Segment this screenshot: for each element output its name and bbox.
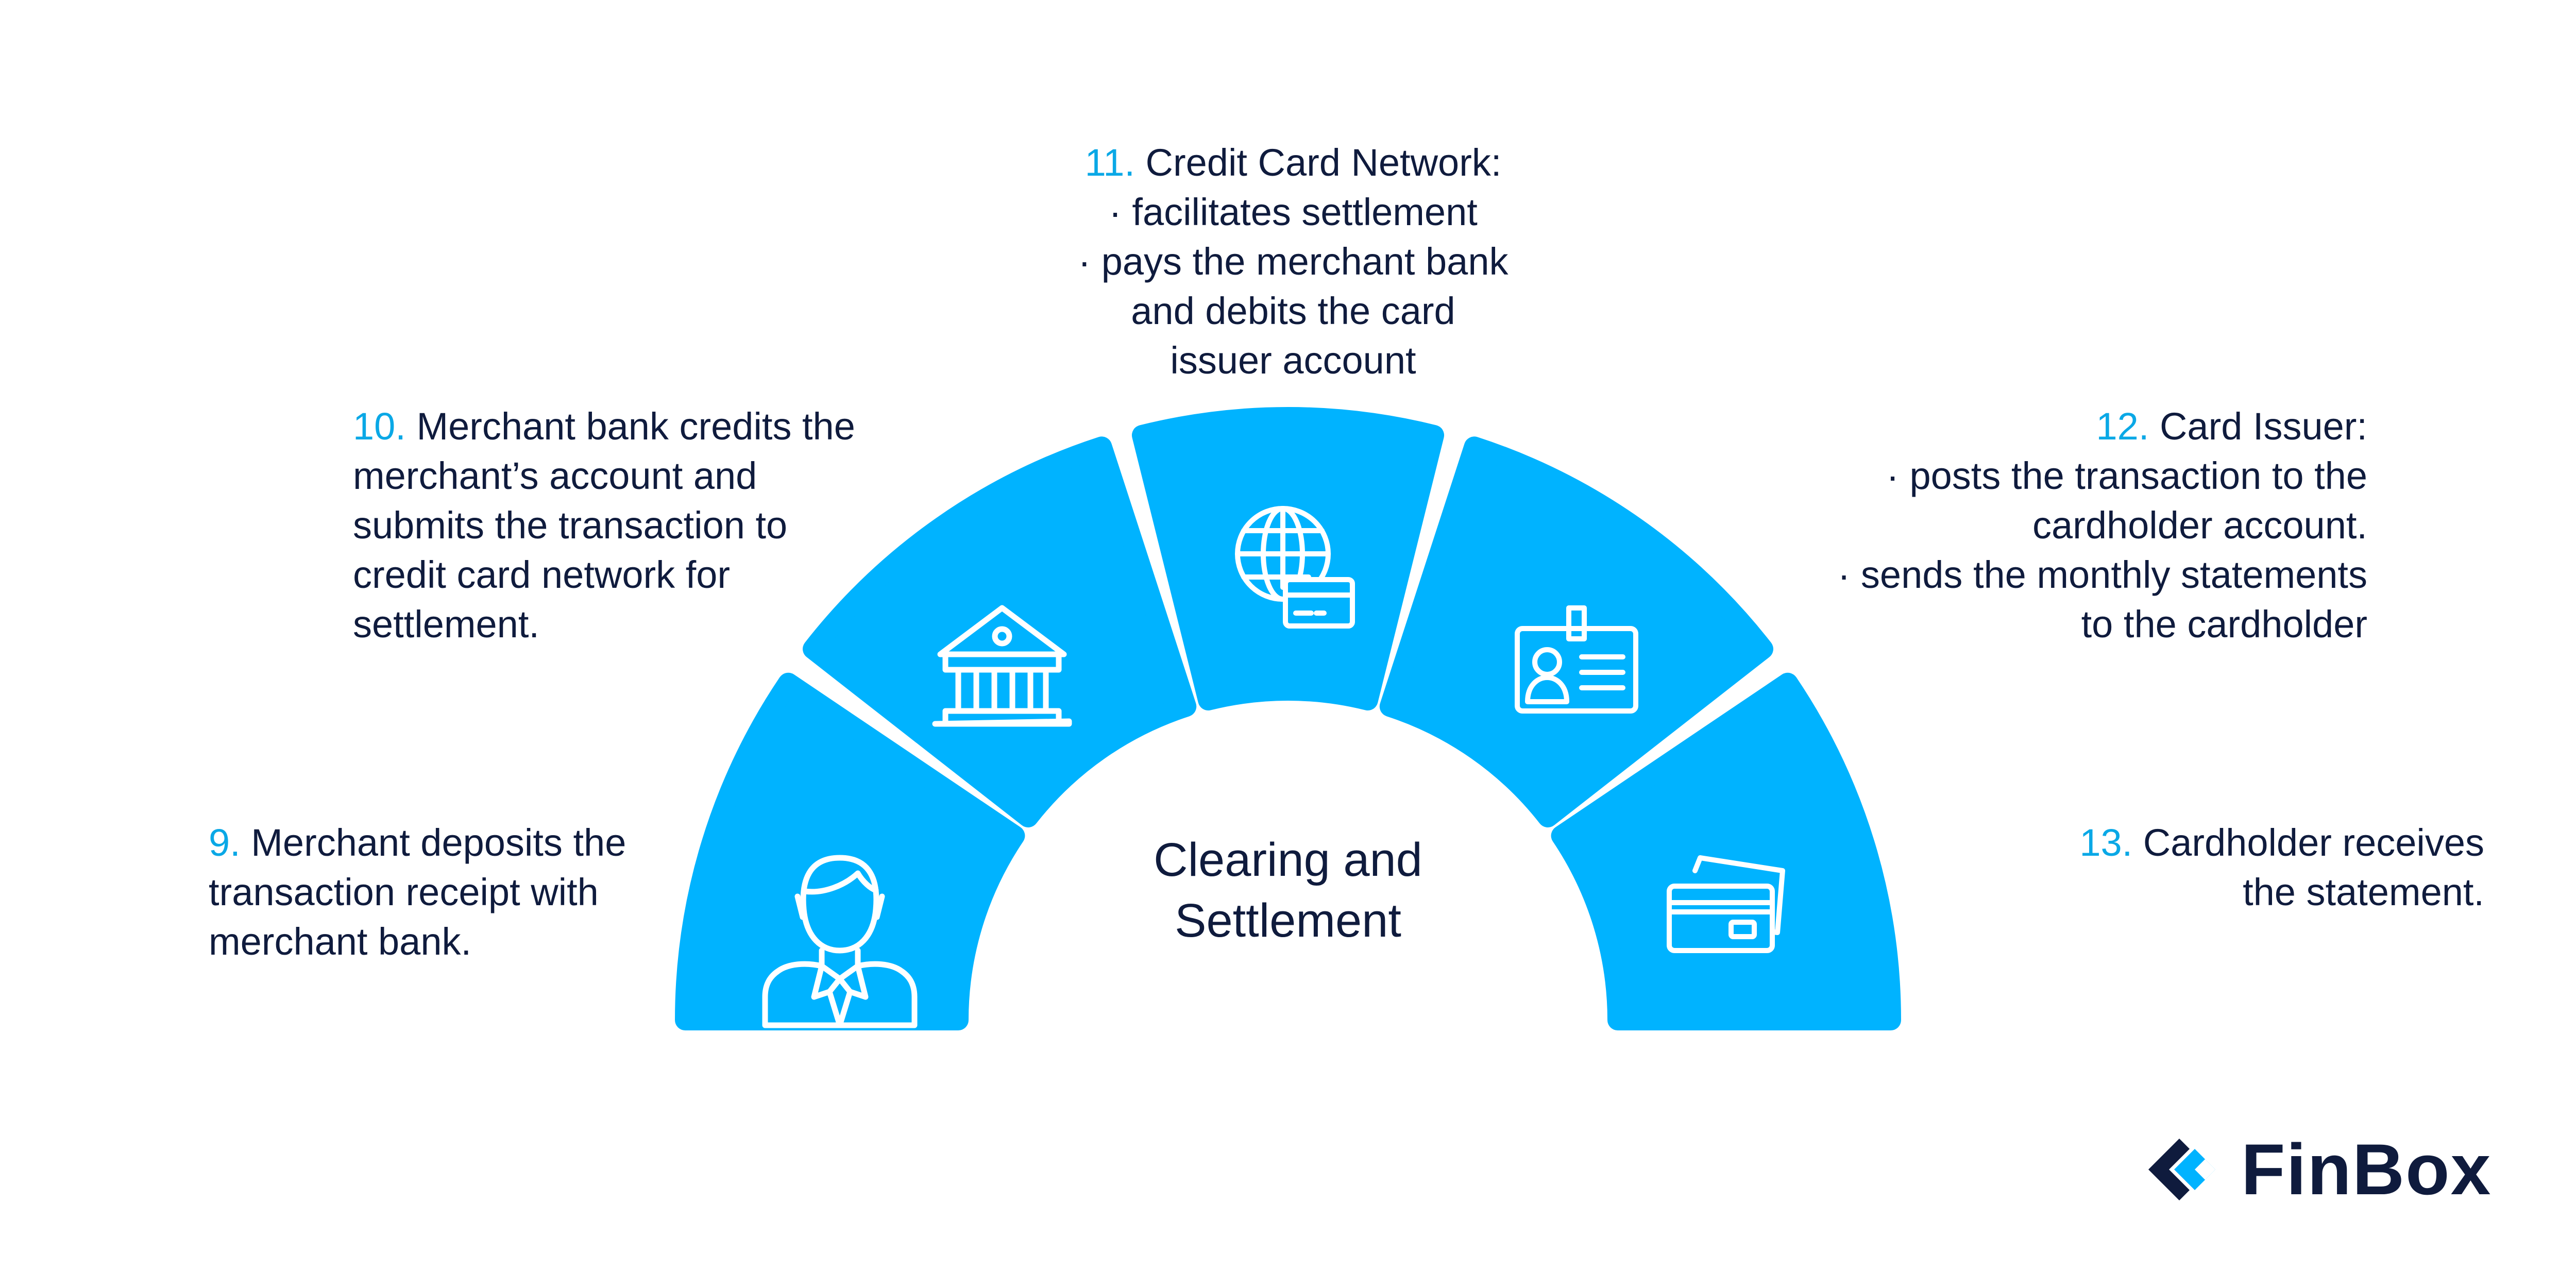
step-line: transaction receipt with <box>209 871 599 913</box>
step-12-text: 12. Card Issuer: · posts the transaction… <box>1680 402 2367 649</box>
center-title-line: Settlement <box>1175 894 1401 947</box>
center-title: Clearing and Settlement <box>1072 829 1504 951</box>
step-number: 11. <box>1084 141 1135 184</box>
finbox-logo-icon <box>2148 1139 2215 1200</box>
brand-name: FinBox <box>2241 1129 2492 1210</box>
step-line: to the cardholder <box>2081 603 2367 646</box>
step-line: issuer account <box>1170 339 1416 382</box>
globe-card-icon <box>1235 506 1355 629</box>
step-line: settlement. <box>353 603 539 646</box>
step-number: 9. <box>209 821 241 864</box>
step-line: · facilitates settlement <box>1109 191 1478 233</box>
step-line: Card Issuer: <box>2159 405 2367 448</box>
step-number: 13. <box>2079 821 2133 864</box>
step-line: submits the transaction to <box>353 504 788 547</box>
step-line: credit card network for <box>353 553 731 596</box>
step-10-text: 10. Merchant bank credits the merchant’s… <box>353 402 855 649</box>
center-title-line: Clearing and <box>1154 834 1422 886</box>
step-number: 10. <box>353 405 406 448</box>
step-line: Merchant deposits the <box>251 821 626 864</box>
step-9-text: 9. Merchant deposits the transaction rec… <box>209 818 626 967</box>
step-line: Cardholder receives <box>2143 821 2484 864</box>
fan-segment-network <box>1131 407 1445 711</box>
step-line: · sends the monthly statements <box>1837 553 2367 596</box>
bank-building-icon <box>932 605 1072 727</box>
step-line: merchant bank. <box>209 920 472 963</box>
segments-group <box>675 407 1901 1030</box>
fan-segment-issuer <box>1379 436 1773 827</box>
fan-segment-cardholder <box>1551 672 1901 1030</box>
fan-segment-merchant <box>675 672 1025 1030</box>
step-line: Credit Card Network: <box>1145 141 1502 184</box>
id-badge-icon <box>1515 605 1638 714</box>
step-line: and debits the card <box>1131 290 1455 332</box>
step-11-text: 11. Credit Card Network: · facilitates s… <box>1020 138 1566 385</box>
credit-cards-icon <box>1667 855 1785 953</box>
step-line: the statement. <box>2243 871 2484 913</box>
step-line: merchant’s account and <box>353 454 757 497</box>
step-line: · pays the merchant bank <box>1078 240 1509 283</box>
step-line: · posts the transaction to the <box>1886 454 2367 497</box>
step-line: cardholder account. <box>2032 504 2367 547</box>
step-line: Merchant bank credits the <box>416 405 855 448</box>
merchant-person-icon <box>762 855 918 1028</box>
step-number: 12. <box>2096 405 2149 448</box>
step-13-text: 13. Cardholder receives the statement. <box>1906 818 2484 917</box>
